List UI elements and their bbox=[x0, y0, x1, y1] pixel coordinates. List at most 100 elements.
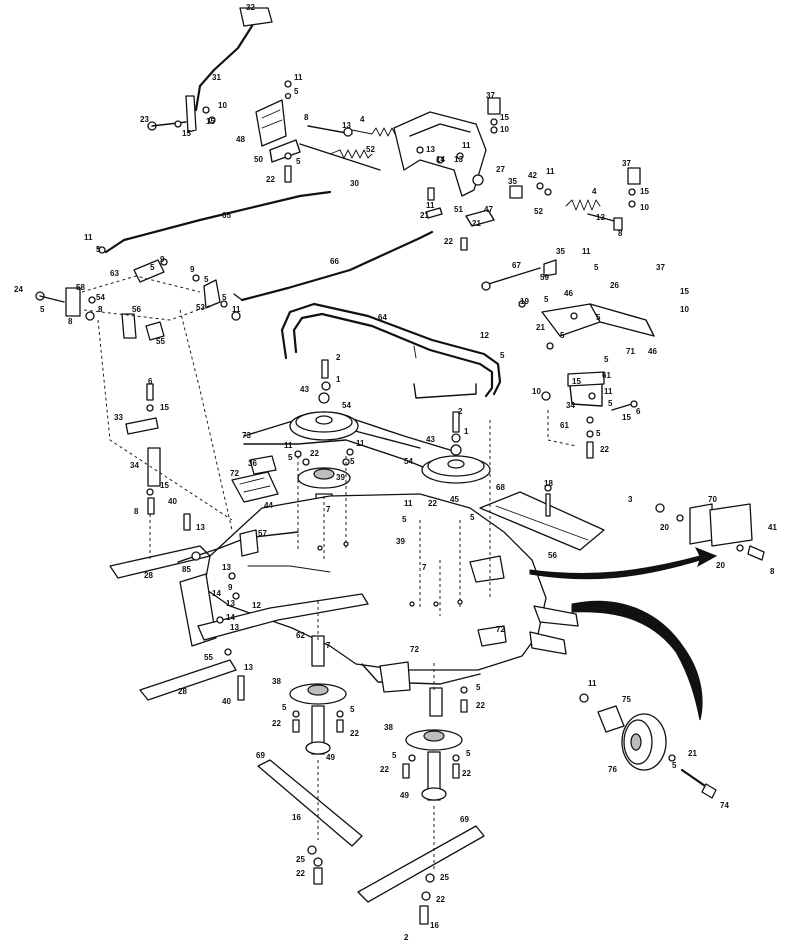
callout: 11 bbox=[84, 233, 93, 242]
callout: 56 bbox=[132, 305, 141, 314]
callout: 15 bbox=[572, 377, 581, 386]
callout: 7 bbox=[326, 641, 331, 650]
callout: 8 bbox=[304, 113, 309, 122]
front-linkage bbox=[109, 513, 369, 701]
callout: 19 bbox=[520, 297, 529, 306]
callout: 13 bbox=[196, 523, 205, 532]
callout: 15 bbox=[160, 403, 169, 412]
callout: 10 bbox=[640, 203, 649, 212]
callout: 26 bbox=[610, 281, 619, 290]
callout: 22 bbox=[350, 729, 359, 738]
callout: 5 bbox=[392, 751, 397, 760]
callout: 22 bbox=[310, 449, 319, 458]
callout: 68 bbox=[496, 483, 505, 492]
callouts: 32 31 23 15 10 15 11 5 48 50 5 22 8 13 4… bbox=[14, 3, 777, 942]
callout: 61 bbox=[560, 421, 569, 430]
callout: 22 bbox=[444, 237, 453, 246]
callout: 11 bbox=[232, 305, 241, 314]
lift-rods bbox=[97, 190, 557, 302]
callout: 52 bbox=[366, 145, 375, 154]
callout: 5 bbox=[40, 305, 45, 314]
callout: 22 bbox=[428, 499, 437, 508]
callout: 51 bbox=[454, 205, 463, 214]
callout: 41 bbox=[768, 523, 777, 532]
callout: 21 bbox=[536, 323, 545, 332]
callout: 35 bbox=[508, 177, 517, 186]
callout: 63 bbox=[110, 269, 119, 278]
deck-bail bbox=[280, 302, 502, 399]
callout: 5 bbox=[672, 761, 677, 770]
callout: 7 bbox=[422, 563, 427, 572]
callout: 35 bbox=[556, 247, 565, 256]
callout: 42 bbox=[528, 171, 537, 180]
callout: 5 bbox=[282, 703, 287, 712]
left-linkage bbox=[35, 246, 241, 341]
callout: 13 bbox=[454, 155, 463, 164]
callout: 21 bbox=[688, 749, 697, 758]
callout: 13 bbox=[226, 599, 235, 608]
callout: 72 bbox=[410, 645, 419, 654]
callout: 3 bbox=[628, 495, 633, 504]
callout: 5 bbox=[350, 457, 355, 466]
callout: 22 bbox=[380, 765, 389, 774]
callout: 53 bbox=[196, 303, 205, 312]
right-spring-assembly bbox=[565, 167, 641, 231]
callout: 13 bbox=[596, 213, 605, 222]
callout: 8 bbox=[134, 507, 139, 516]
callout: 13 bbox=[230, 623, 239, 632]
callout: 22 bbox=[600, 445, 609, 454]
callout: 5 bbox=[604, 355, 609, 364]
callout: 54 bbox=[96, 293, 105, 302]
callout: 11 bbox=[462, 141, 471, 150]
callout: 15 bbox=[500, 113, 509, 122]
callout: 15 bbox=[640, 187, 649, 196]
callout: 5 bbox=[96, 245, 101, 254]
callout: 64 bbox=[378, 313, 387, 322]
callout: 10 bbox=[500, 125, 509, 134]
callout: 8 bbox=[98, 305, 103, 314]
right-bracket bbox=[518, 300, 655, 459]
callout: 13 bbox=[342, 121, 351, 130]
callout: 7 bbox=[326, 505, 331, 514]
assembly-lines bbox=[97, 309, 491, 870]
callout: 23 bbox=[140, 115, 149, 124]
callout: 65 bbox=[222, 211, 231, 220]
callout: 5 bbox=[560, 331, 565, 340]
callout: 13 bbox=[426, 145, 435, 154]
callout: 15 bbox=[622, 413, 631, 422]
callout: 55 bbox=[204, 653, 213, 662]
callout: 76 bbox=[608, 765, 617, 774]
callout: 5 bbox=[350, 705, 355, 714]
callout: 28 bbox=[144, 571, 153, 580]
callout: 37 bbox=[486, 91, 495, 100]
height-bracket bbox=[255, 80, 401, 183]
callout: 5 bbox=[500, 351, 505, 360]
callout: 20 bbox=[716, 561, 725, 570]
callout: 8 bbox=[770, 567, 775, 576]
callout: 5 bbox=[608, 399, 613, 408]
callout: 10 bbox=[680, 305, 689, 314]
callout: 16 bbox=[430, 921, 439, 930]
callout: 70 bbox=[708, 495, 717, 504]
callout: 9 bbox=[190, 265, 195, 274]
callout: 12 bbox=[480, 331, 489, 340]
callout: 30 bbox=[350, 179, 359, 188]
callout: 1 bbox=[464, 427, 469, 436]
callout: 15 bbox=[182, 129, 191, 138]
callout: 43 bbox=[300, 385, 309, 394]
callout: 18 bbox=[544, 479, 553, 488]
callout: 66 bbox=[330, 257, 339, 266]
callout: 72 bbox=[496, 625, 505, 634]
callout: 47 bbox=[484, 205, 493, 214]
callout: 11 bbox=[356, 439, 365, 448]
reference-arrows bbox=[529, 547, 718, 721]
callout: 22 bbox=[266, 175, 275, 184]
callout: 85 bbox=[182, 565, 191, 574]
callout: 21 bbox=[420, 211, 429, 220]
callout: 6 bbox=[148, 377, 153, 386]
callout: 71 bbox=[626, 347, 635, 356]
callout: 46 bbox=[564, 289, 573, 298]
callout: 46 bbox=[648, 347, 657, 356]
cover-plates bbox=[125, 383, 279, 515]
callout: 50 bbox=[254, 155, 263, 164]
